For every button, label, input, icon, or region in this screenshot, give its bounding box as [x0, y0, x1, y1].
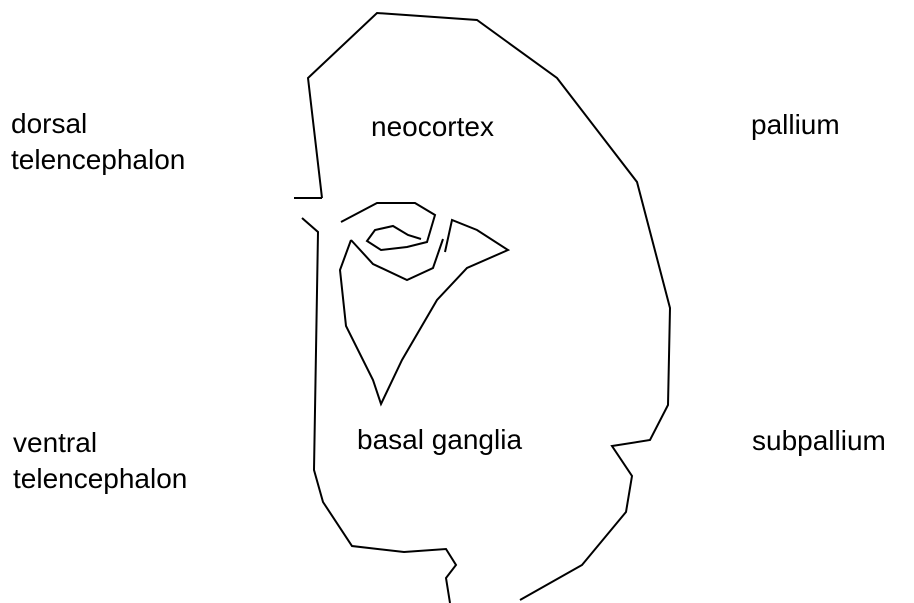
- telencephalon-line: telencephalon: [11, 142, 185, 178]
- dorsal-line: dorsal: [11, 106, 185, 142]
- basal-ganglia-label: basal ganglia: [357, 422, 522, 458]
- dorsal-telencephalon-label: dorsal telencephalon: [11, 106, 185, 178]
- cortical-spiral: [341, 203, 435, 250]
- ventricle-wall: [302, 218, 456, 603]
- ventral-telencephalon-label: ventral telencephalon: [13, 425, 187, 497]
- telencephalon-line: telencephalon: [13, 461, 187, 497]
- subpallium-label: subpallium: [752, 423, 886, 459]
- pallium-label: pallium: [751, 107, 840, 143]
- basal-ganglia-wedge: [340, 220, 508, 404]
- neocortex-label: neocortex: [371, 109, 494, 145]
- hemisphere-outline: [308, 13, 670, 600]
- cortical-spiral-outer: [351, 239, 443, 280]
- ventral-line: ventral: [13, 425, 187, 461]
